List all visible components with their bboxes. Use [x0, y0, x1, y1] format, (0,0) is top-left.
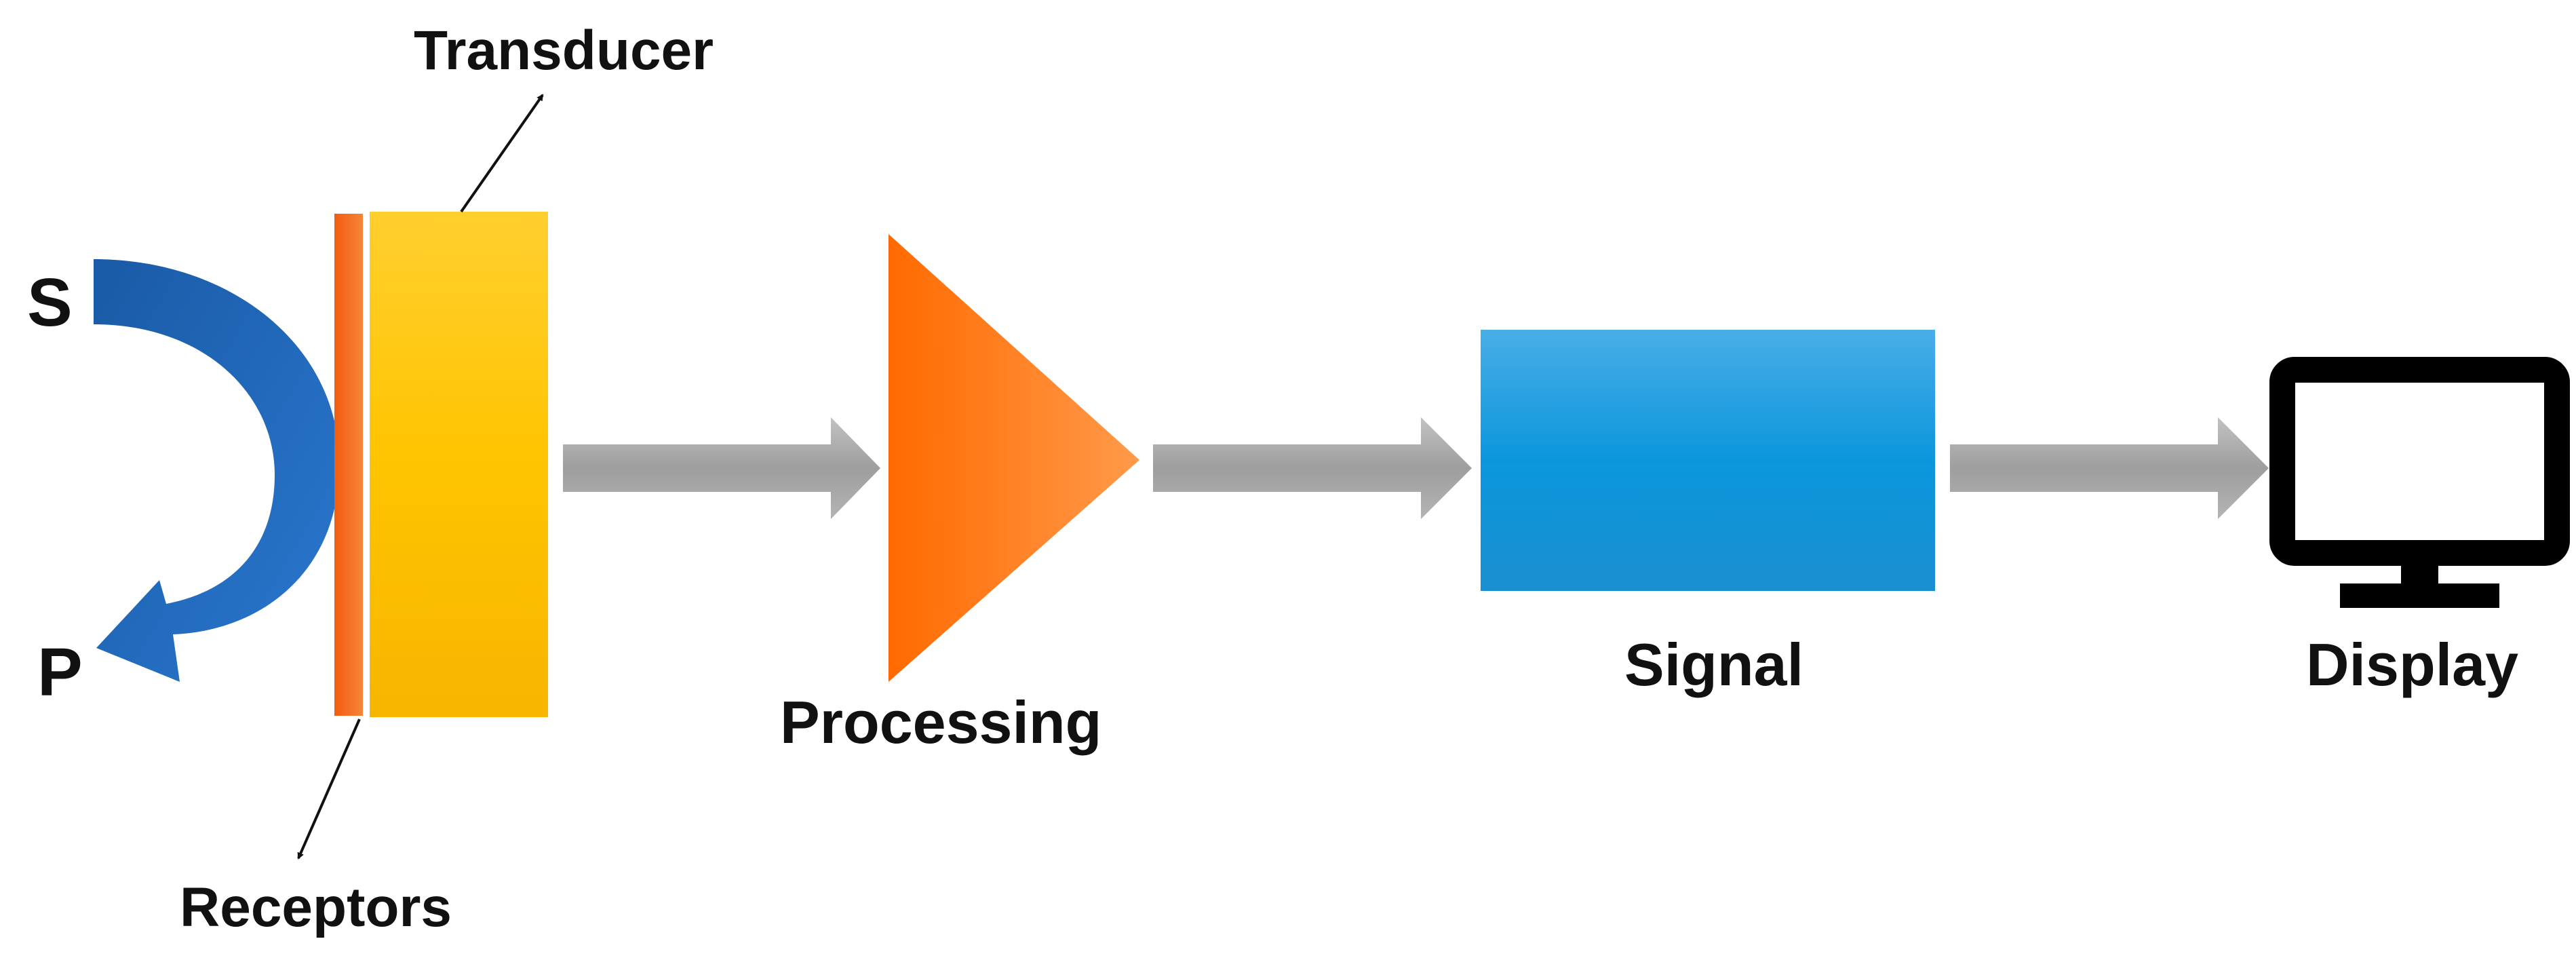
curved-arrow-icon — [94, 259, 340, 682]
label-processing: Processing — [780, 689, 1101, 756]
flow-arrow-3 — [1950, 417, 2269, 519]
transducer-block — [370, 212, 548, 717]
label-p: P — [37, 634, 83, 710]
flow-arrow-2 — [1153, 417, 1472, 519]
receptors-pointer — [297, 718, 361, 860]
flow-arrow-1 — [563, 417, 880, 519]
label-receptors: Receptors — [180, 877, 452, 938]
signal-block — [1481, 330, 1935, 591]
transducer-pointer — [460, 94, 544, 213]
processing-triangle — [889, 234, 1139, 682]
receptor-layer — [334, 214, 363, 716]
label-s: S — [27, 265, 73, 341]
label-transducer: Transducer — [414, 20, 714, 81]
monitor-icon — [2269, 357, 2570, 608]
label-display: Display — [2306, 631, 2518, 698]
label-signal: Signal — [1624, 631, 1803, 698]
